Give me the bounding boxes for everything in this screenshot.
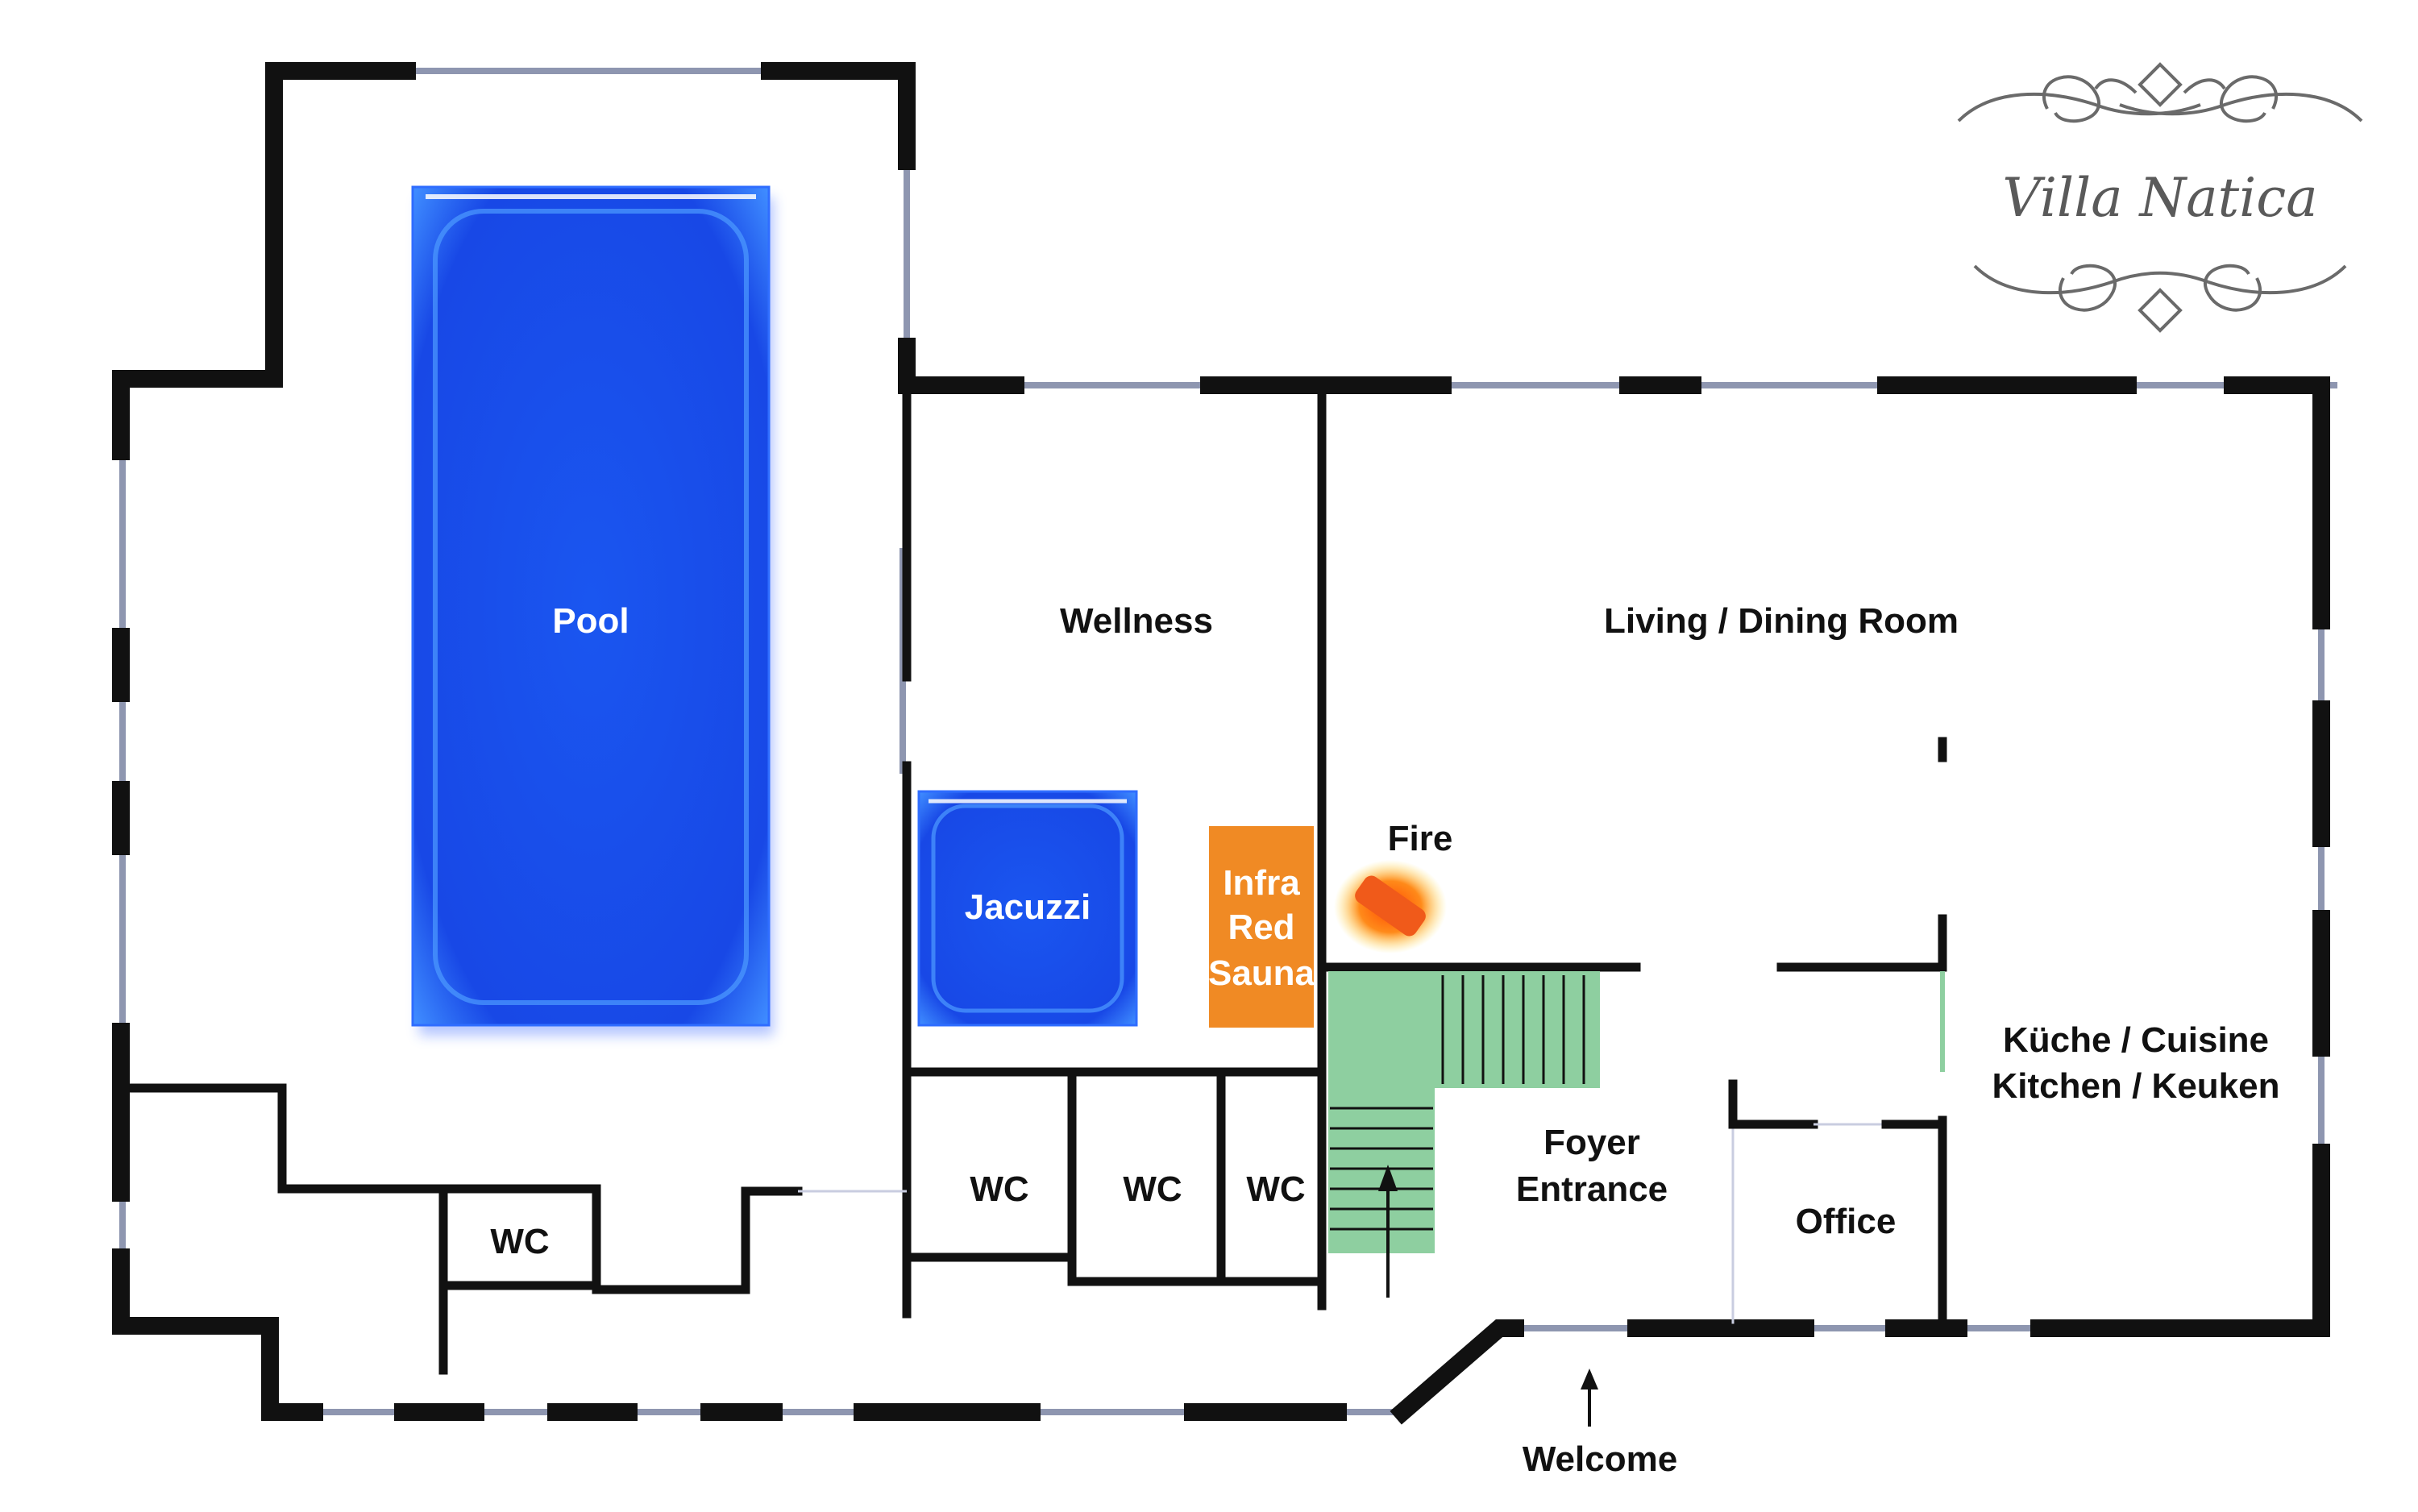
fireplace: Fire — [1334, 819, 1452, 953]
fire-label: Fire — [1388, 819, 1453, 858]
kitchen-label-line2: Kitchen / Keuken — [1992, 1066, 2280, 1106]
staircase — [1328, 971, 1600, 1298]
jacuzzi-label: Jacuzzi — [965, 887, 1091, 927]
outer-walls — [112, 62, 2330, 1425]
pool: Pool — [411, 185, 774, 1036]
sauna-label-line1: Infra — [1223, 863, 1300, 903]
infra-red-sauna: Infra Red Sauna — [1208, 826, 1315, 1028]
pool-label: Pool — [552, 601, 629, 641]
wc-label-1: WC — [490, 1222, 549, 1261]
wc-label-3: WC — [1123, 1169, 1182, 1209]
kitchen-label-line1: Küche / Cuisine — [2003, 1020, 2269, 1060]
villa-natica-logo: Villa Natica — [1957, 62, 2363, 333]
welcome-marker: Welcome — [1523, 1369, 1677, 1479]
sauna-label-line3: Sauna — [1208, 953, 1315, 993]
welcome-label: Welcome — [1523, 1439, 1677, 1479]
jacuzzi: Jacuzzi — [917, 790, 1138, 1027]
interior-walls — [116, 380, 1947, 1375]
logo-name: Villa Natica — [2002, 167, 2317, 229]
sauna-label-line2: Red — [1228, 908, 1294, 947]
foyer-label-line2: Entrance — [1516, 1169, 1668, 1209]
living-dining-label: Living / Dining Room — [1604, 601, 1959, 641]
wc-label-4: WC — [1246, 1169, 1305, 1209]
wellness-label: Wellness — [1060, 601, 1213, 641]
foyer-label-line1: Foyer — [1543, 1123, 1640, 1162]
wc-label-2: WC — [970, 1169, 1028, 1209]
office-label: Office — [1796, 1202, 1897, 1241]
